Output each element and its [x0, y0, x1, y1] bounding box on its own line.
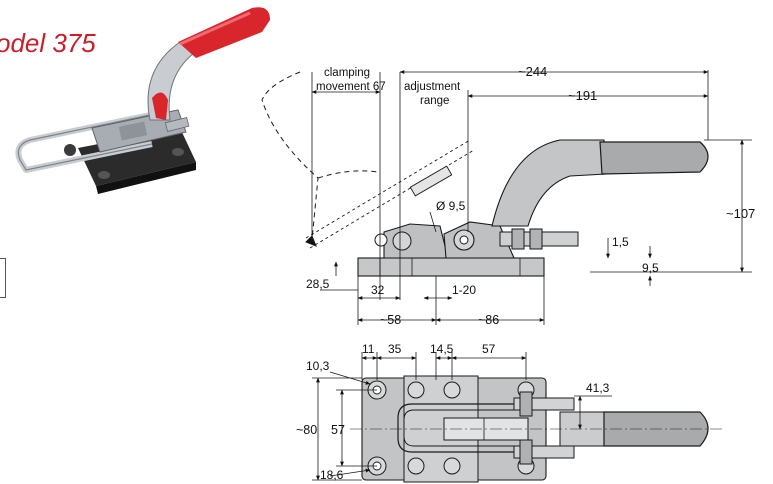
dim-height: ~107 — [726, 206, 755, 221]
dim-58: ~58 — [380, 313, 401, 327]
label-adjustment: adjustment — [404, 81, 461, 93]
top-view-dimension-lines — [312, 352, 612, 481]
dim-57-vertical: 57 — [331, 423, 345, 437]
label-clamping-movement: movement 67 — [316, 81, 386, 93]
top-view-labels: 11 35 14,5 57 10,3 41,3 ~80 57 18,6 — [296, 342, 610, 482]
dim-base-thickness: 9,5 — [642, 261, 659, 275]
dim-1-20: 1-20 — [452, 283, 476, 297]
dim-base-height: 28,5 — [306, 277, 330, 291]
dim-10-3: 10,3 — [306, 359, 330, 373]
dim-32: 32 — [371, 283, 385, 297]
side-view-labels: clamping movement 67 adjustment range Ø … — [306, 64, 755, 327]
top-view-drawing — [350, 375, 722, 483]
dim-35: 35 — [388, 342, 402, 356]
cropped-drawing-fragment — [0, 258, 6, 298]
dim-41-3: 41,3 — [586, 381, 610, 395]
label-bolt-diameter: Ø 9,5 — [436, 199, 466, 213]
product-photo — [15, 7, 270, 194]
side-view-dimension-lines — [311, 70, 752, 325]
dim-80: ~80 — [296, 423, 317, 437]
dim-86: ~86 — [478, 313, 499, 327]
dim-14-5: 14,5 — [430, 342, 454, 356]
dim-to-handle: ~191 — [568, 88, 597, 103]
dim-11: 11 — [362, 342, 375, 356]
dim-57-top: 57 — [482, 342, 496, 356]
dim-bolt-height: 1,5 — [612, 235, 629, 249]
model-title: odel 375 — [0, 28, 96, 58]
dim-18-6: 18,6 — [320, 468, 344, 482]
label-clamping: clamping — [324, 67, 370, 79]
side-view-drawing — [261, 71, 709, 277]
label-range: range — [420, 95, 449, 107]
dim-overall-length: ~244 — [518, 64, 547, 79]
